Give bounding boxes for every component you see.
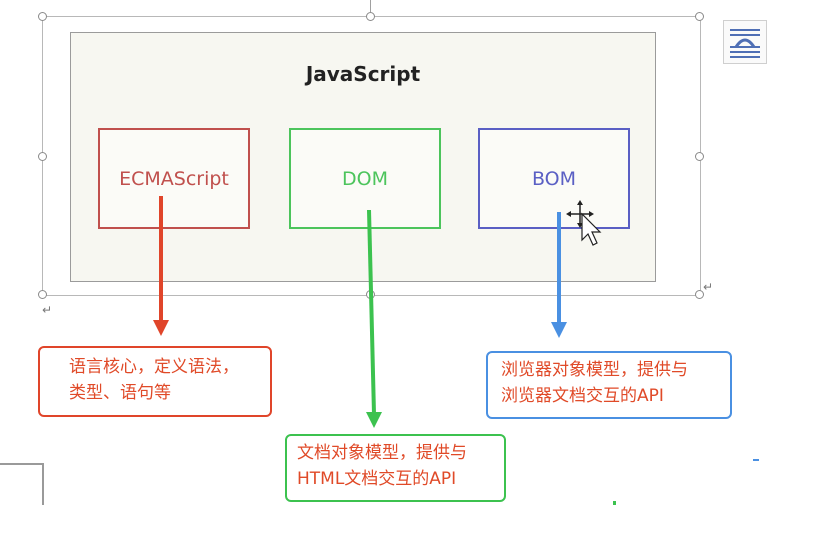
ecmascript-callout: 语言核心，定义语法， 类型、语句等 bbox=[38, 346, 272, 417]
move-cursor-icon bbox=[566, 200, 602, 246]
resize-handle-top-left[interactable] bbox=[38, 12, 47, 21]
diagram-title: JavaScript bbox=[305, 62, 421, 86]
dom-box: DOM bbox=[289, 128, 441, 229]
callout-line: 文档对象模型，提供与 bbox=[297, 443, 467, 463]
arrow-green bbox=[366, 209, 382, 428]
resize-handle-top[interactable] bbox=[366, 12, 375, 21]
dom-label: DOM bbox=[342, 167, 388, 190]
green-mark bbox=[613, 501, 616, 505]
callout-line: 浏览器文档交互的API bbox=[501, 386, 664, 406]
bom-callout: 浏览器对象模型，提供与 浏览器文档交互的API bbox=[486, 351, 732, 419]
resize-handle-top-right[interactable] bbox=[695, 12, 704, 21]
bom-box: BOM bbox=[478, 128, 630, 229]
ecmascript-box: ECMAScript bbox=[98, 128, 250, 229]
paragraph-mark: ↵ bbox=[703, 280, 714, 294]
callout-line: 类型、语句等 bbox=[69, 383, 171, 403]
callout-line: HTML文档交互的API bbox=[297, 469, 457, 489]
page-corner-mark bbox=[0, 463, 44, 505]
blue-mark bbox=[753, 459, 759, 461]
ecmascript-label: ECMAScript bbox=[119, 167, 229, 190]
bom-label: BOM bbox=[531, 167, 577, 190]
rotation-handle-stem bbox=[370, 0, 371, 12]
callout-line: 浏览器对象模型，提供与 bbox=[501, 360, 688, 380]
arrow-blue bbox=[551, 212, 567, 338]
arrow-red bbox=[153, 196, 169, 336]
resize-handle-right[interactable] bbox=[695, 152, 704, 161]
dom-callout: 文档对象模型，提供与 HTML文档交互的API bbox=[285, 434, 506, 502]
resize-handle-bottom-right[interactable] bbox=[695, 290, 704, 299]
resize-handle-left[interactable] bbox=[38, 152, 47, 161]
layout-options-glyph bbox=[730, 29, 760, 58]
paragraph-mark: ↵ bbox=[42, 303, 53, 317]
resize-handle-bottom-left[interactable] bbox=[38, 290, 47, 299]
callout-line: 语言核心，定义语法， bbox=[69, 357, 239, 377]
layout-options-icon[interactable] bbox=[723, 20, 767, 64]
